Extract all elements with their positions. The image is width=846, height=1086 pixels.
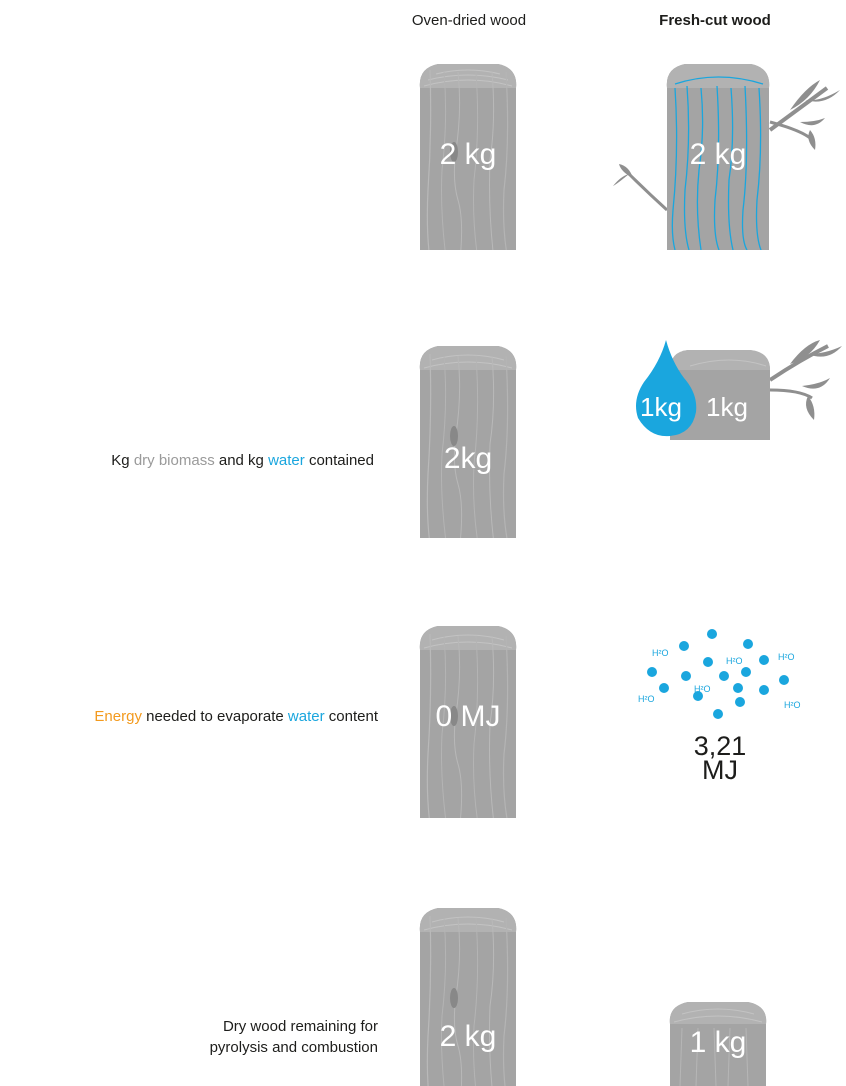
fresh-cut-log-contents: 1kg 1kg [630,340,846,440]
label-and-kg: and kg [219,452,264,469]
fresh-cut-remaining-value: 1 kg [668,1026,768,1060]
label-remaining-line2: pyrolysis and combustion [210,1037,378,1058]
fresh-cut-water-value: 1kg [640,392,682,423]
h2o-label: H²O [726,656,743,666]
row-label-contents: Kg dry biomass and kg water contained [111,452,374,469]
h2o-label: H²O [652,648,669,658]
water-vapor-cloud: H²O H²O H²O H²O H²O H²O [636,626,816,726]
oven-dried-log-remaining: 2 kg [418,904,518,1086]
h2o-label: H²O [784,700,801,710]
oven-dried-mass-value: 2 kg [418,138,518,172]
label-remaining-line1: Dry wood remaining for [210,1016,378,1037]
label-energy-water: water [288,708,325,725]
column-header-fresh-cut: Fresh-cut wood [615,12,815,29]
label-content: content [329,708,378,725]
label-kg: Kg [111,452,129,469]
fresh-cut-mass-value: 2 kg [667,138,769,172]
fresh-cut-log-remaining: 1 kg [668,998,768,1086]
oven-dried-log-contents: 2kg [418,342,518,538]
energy-unit: MJ [680,758,760,782]
label-dry-biomass: dry biomass [134,452,215,469]
fresh-cut-log-mass: 2 kg [605,60,845,250]
h2o-label: H²O [694,684,711,694]
oven-dried-contents-value: 2kg [418,442,518,476]
oven-dried-log-mass: 2 kg [418,60,518,250]
row-label-remaining: Dry wood remaining for pyrolysis and com… [210,1016,378,1058]
oven-dried-remaining-value: 2 kg [418,1020,518,1054]
h2o-label: H²O [778,652,795,662]
oven-dried-log-energy: 0 MJ [418,622,518,818]
label-needed-to-evaporate: needed to evaporate [146,708,284,725]
label-water: water [268,452,305,469]
row-label-energy: Energy needed to evaporate water content [94,708,378,725]
h2o-label: H²O [638,694,655,704]
label-energy: Energy [94,708,142,725]
column-header-oven-dried: Oven-dried wood [369,12,569,29]
oven-dried-energy-value: 0 MJ [418,700,518,734]
fresh-cut-dry-value: 1kg [706,392,748,423]
label-contained: contained [309,452,374,469]
fresh-cut-energy-value: 3,21 MJ [680,734,760,782]
